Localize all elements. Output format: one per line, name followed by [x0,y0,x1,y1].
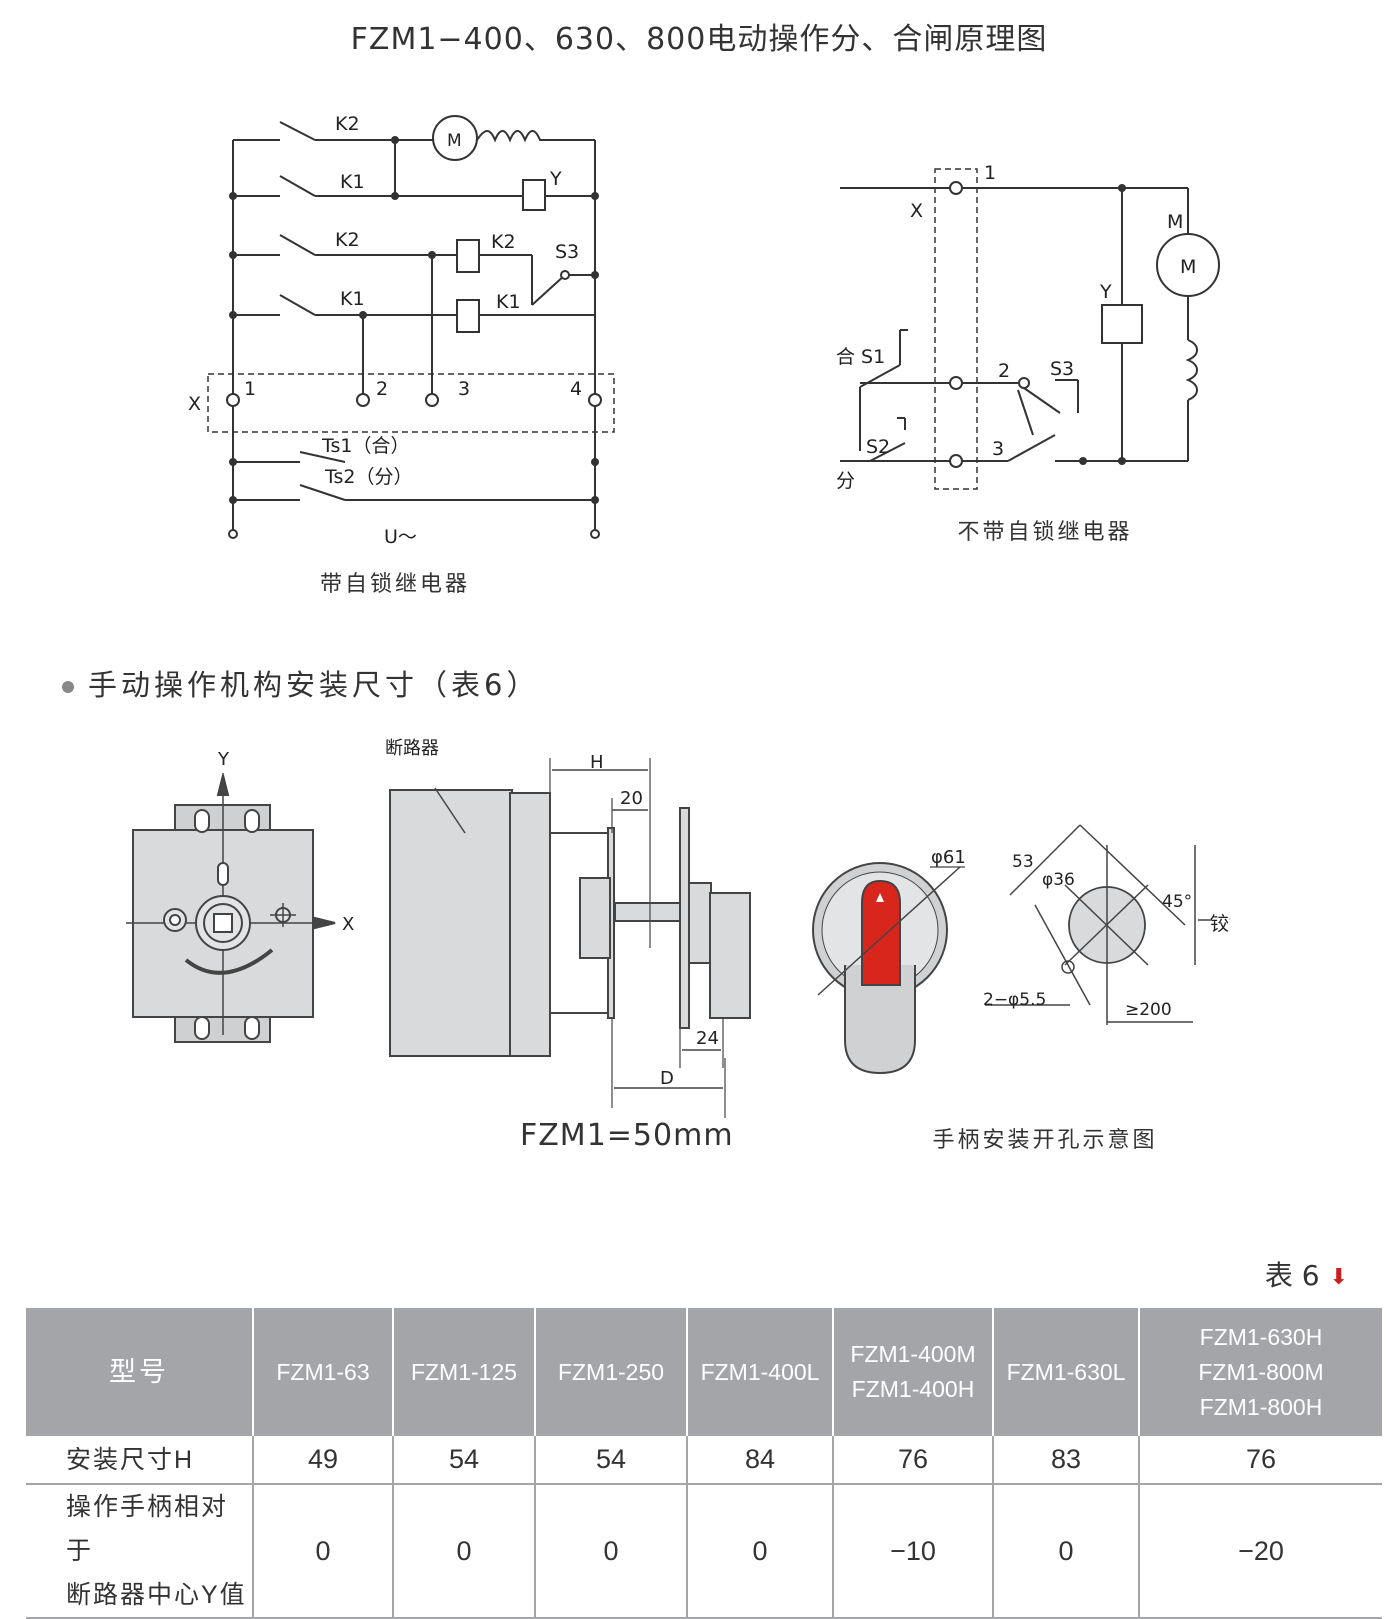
handle-front-view: φ61 [812,847,966,1075]
table-label: 表 6 ⬇ [1265,1254,1348,1294]
table-cell: −20 [1139,1484,1382,1619]
table-cell: 76 [1139,1436,1382,1485]
label-supply: U～ [384,526,417,548]
header-col: FZM1-125 [393,1308,536,1436]
table-cell: 84 [687,1436,834,1485]
mechanism-side-view: 断路器 H 20 24 D [385,738,751,1118]
dim-min-200: ≥200 [1125,1000,1172,1020]
table-cell: 0 [253,1484,394,1619]
table-cell: 0 [535,1484,688,1619]
hole-cutout-diagram: 53 φ36 45° 铰链 2−φ5.5 ≥200 [983,824,1230,1025]
label-k1-mid: K1 [340,288,365,310]
down-arrow-icon: ⬇ [1329,1264,1348,1290]
bullet-icon [62,681,74,693]
front-axis-y: Y [217,749,230,770]
terminal-4: 4 [570,378,582,400]
dim-d: D [660,1068,674,1089]
dim-45: 45° [1162,892,1192,912]
table-cell: −10 [833,1484,994,1619]
header-col: FZM1-250 [535,1308,688,1436]
dimension-formula: FZM1=50mm [520,1118,734,1153]
table-label-text: 表 6 [1264,1259,1320,1292]
row-label: 操作手柄相对于 断路器中心Y值 [26,1484,254,1619]
label-k2-top: K2 [335,113,360,135]
table-cell: 49 [253,1436,394,1485]
label-ts1: Ts1（合） [321,435,409,457]
mechanism-front-view: Y X [126,749,354,1043]
section-heading: 手动操作机构安装尺寸（表6） [62,662,539,704]
dim-20: 20 [620,788,643,809]
table-cell: 0 [993,1484,1140,1619]
right-label-m: M [1167,211,1183,233]
right-label-s3: S3 [1050,358,1074,380]
table-cell: 76 [833,1436,994,1485]
table-cell: 83 [993,1436,1140,1485]
dimension-table: 型号 FZM1-63 FZM1-125 FZM1-250 FZM1-400L F… [26,1308,1382,1619]
hole-caption: 手柄安装开孔示意图 [932,1128,1158,1153]
label-k2-coil: K2 [491,231,516,253]
header-col: FZM1-63 [253,1308,394,1436]
motor-label: M [447,131,462,151]
dim-36: φ36 [1042,870,1075,890]
dim-holes: 2−φ5.5 [983,990,1046,1010]
terminal-3: 3 [458,378,470,400]
dim-24: 24 [696,1028,719,1049]
circuit-diagram-without-latching-relay: 1 X M M Y 合 S1 2 S3 S2 3 分 [836,162,1220,492]
section-heading-text: 手动操作机构安装尺寸（表6） [88,668,540,702]
front-axis-x: X [342,914,354,935]
header-col: FZM1-630L [993,1308,1140,1436]
table-cell: 0 [393,1484,536,1619]
handle-diameter: φ61 [931,847,966,868]
table-header-row: 型号 FZM1-63 FZM1-125 FZM1-250 FZM1-400L F… [26,1308,1382,1436]
row-label: 安装尺寸H [26,1436,254,1485]
label-hinge: 铰链 [1210,913,1230,935]
right-label-x: X [910,200,923,222]
header-col: FZM1-400L [687,1308,834,1436]
page-title: FZM1−400、630、800电动操作分、合闸原理图 [350,22,1048,57]
right-label-fen: 分 [836,470,855,492]
right-label-y: Y [1099,281,1112,303]
label-k2-mid: K2 [335,229,360,251]
right-label-s2: S2 [866,436,890,458]
label-coil-y: Y [549,168,562,190]
label-k1-coil: K1 [496,291,521,313]
left-diagram-caption: 带自锁继电器 [319,572,470,597]
circuit-diagram-with-latching-relay: K2 M K1 Y K2 K2 S3 K1 K1 X 1 2 3 4 Ts1（合… [188,113,615,548]
right-terminal-1: 1 [984,162,996,184]
right-motor-label: M [1180,256,1196,278]
header-col: FZM1-400M FZM1-400H [833,1308,994,1436]
dim-53: 53 [1012,852,1034,872]
dim-h: H [590,752,604,773]
right-label-he-s1: 合 S1 [836,346,885,368]
right-terminal-2: 2 [998,360,1010,382]
table-cell: 54 [535,1436,688,1485]
label-s3: S3 [555,241,579,263]
label-x: X [188,393,201,415]
header-col: FZM1-630H FZM1-800M FZM1-800H [1139,1308,1382,1436]
label-k1: K1 [340,171,365,193]
table-cell: 0 [687,1484,834,1619]
label-ts2: Ts2（分） [324,466,412,488]
table-row: 安装尺寸H 49 54 54 84 76 83 76 [26,1436,1382,1485]
right-diagram-caption: 不带自锁继电器 [957,520,1133,545]
label-breaker: 断路器 [385,738,439,759]
terminal-2: 2 [376,378,388,400]
header-model: 型号 [26,1308,254,1436]
table-row: 操作手柄相对于 断路器中心Y值 0 0 0 0 −10 0 −20 [26,1484,1382,1619]
table-cell: 54 [393,1436,536,1485]
right-terminal-3: 3 [992,438,1004,460]
terminal-1: 1 [244,378,256,400]
